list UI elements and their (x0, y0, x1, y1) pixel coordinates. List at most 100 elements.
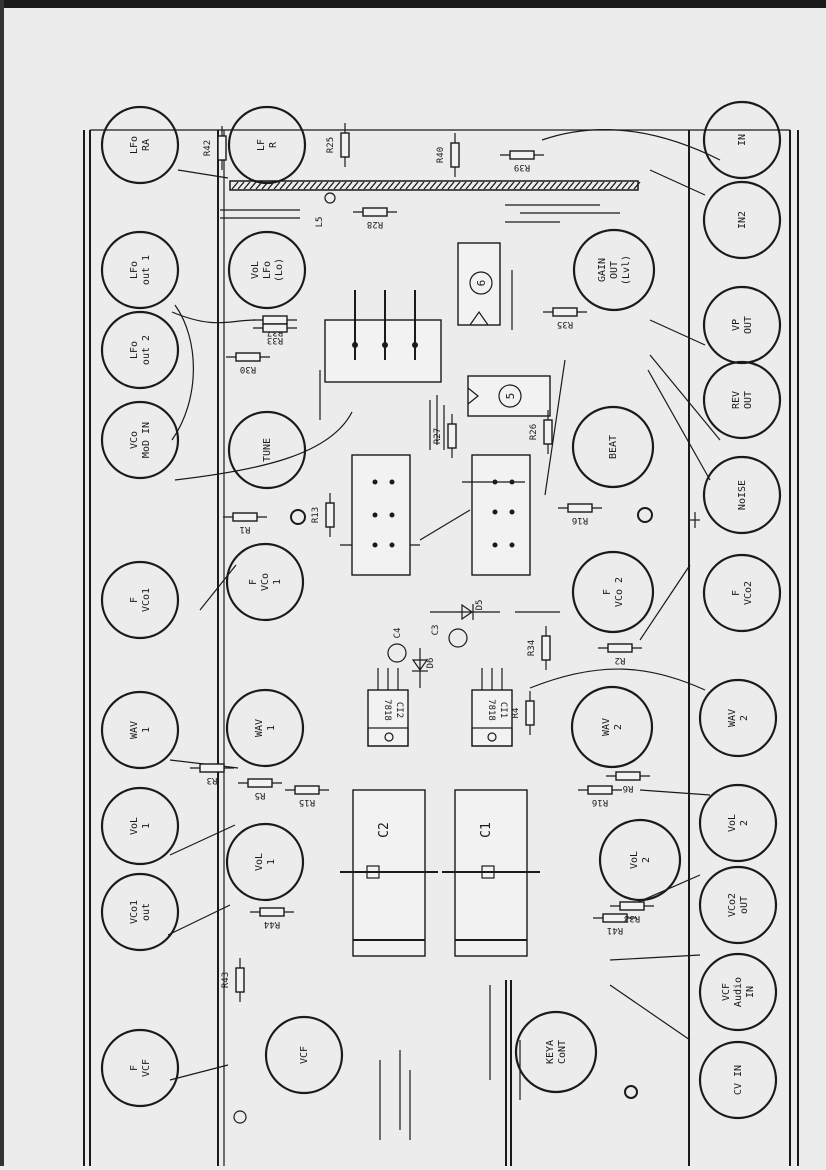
transistor-array-upper (324, 290, 442, 383)
knob-gain-out-label-1: OUT (609, 261, 620, 279)
knob-f-vco1-label-0: F (129, 597, 140, 603)
knob-keya-cont-label-1: CoNT (557, 1040, 568, 1064)
knob-lfo-rate-label-0: LFo (129, 136, 140, 154)
capacitor-c4-label: C4 (393, 628, 403, 639)
knob-vcf-audio-in-label-2: IN (745, 986, 756, 998)
resistor-r42-label: R42 (203, 140, 213, 156)
resistor-r34-label: R34 (527, 640, 537, 656)
resistor-r44: R44 (250, 907, 294, 929)
resistor-r41: R41 (593, 913, 637, 935)
knob-tune-label-0: TUNE (262, 438, 273, 462)
resistor-r16-label: R16 (572, 515, 588, 525)
regulator-ci1-line1: 7818 (486, 699, 496, 721)
knob-in2-label-0: IN2 (737, 211, 748, 229)
capacitor-c1-label: C1 (479, 822, 494, 838)
knob-f-vco1-label-1: VCo1 (141, 588, 152, 612)
knob-vco1-out-label-1: out (141, 903, 152, 921)
relay-block-left (351, 454, 411, 576)
knob-rev-out-label-1: OUT (743, 391, 754, 409)
led-l5-label: L5 (315, 217, 325, 228)
knob-lfo-out-1-label-1: out 1 (141, 255, 152, 285)
regulator-ci2: 7818 CI2 (367, 668, 409, 747)
knob-wav-2-pot-label-1: 2 (613, 724, 624, 730)
resistor-r27-label: R27 (433, 428, 443, 444)
resistor-r1: R1 (223, 512, 267, 534)
knob-f-vco-2-label-1: VCo 2 (614, 577, 625, 607)
resistor-r41-label: R41 (607, 925, 623, 935)
knob-tune: TUNE (227, 410, 307, 490)
knob-f-vcf-label-1: VCF (141, 1059, 152, 1077)
knob-rev-out-label-0: REV (731, 391, 742, 409)
knob-wav-1-pot-label-0: WAV (254, 719, 265, 737)
knob-wav-2-pot-label-0: WAV (601, 718, 612, 736)
resistor-r15: R15 (285, 785, 329, 807)
diode-d6: D6 (411, 648, 436, 688)
knob-vp-out-label-0: VP (731, 319, 742, 331)
resistor-r30: R30 (226, 352, 270, 374)
resistor-r15-label: R15 (299, 797, 315, 807)
resistor-r33b: R33 (610, 901, 654, 923)
diode-d6-label: D6 (426, 658, 436, 669)
knob-beat: BEAT (571, 405, 655, 489)
resistor-r6-label: R6 (623, 783, 634, 793)
knob-lfo-out-2-label-0: LFo (129, 341, 140, 359)
knob-f-vco-1-label-0: F (248, 579, 259, 585)
regulator-ci1: 7818 CI1 (471, 668, 513, 747)
knob-wav-1-label-0: WAV (129, 721, 140, 739)
resistor-r26-label: R26 (529, 424, 539, 440)
resistor-r40: R40 (436, 133, 460, 177)
resistor-r33-label: R33 (267, 335, 283, 345)
knob-vp-out-label-1: OUT (743, 316, 754, 334)
knob-lfo-out-1-label-0: LFo (129, 261, 140, 279)
regulator-ci2-line1: 7818 (382, 699, 392, 721)
regulator-ci1-line2: CI1 (498, 702, 508, 718)
resistor-r28-label: R28 (367, 219, 383, 229)
knob-vcf-audio-in-label-1: Audio (733, 977, 744, 1007)
ic-5-label: 5 (504, 393, 517, 400)
resistor-r35-label: R35 (557, 319, 573, 329)
capacitor-c2-label: C2 (377, 822, 392, 838)
resistor-r27: R27 (433, 414, 457, 458)
knob-vol-1-pot-label-0: VoL (254, 853, 265, 871)
resistor-r3: R3 (190, 763, 234, 785)
knob-gain-out-label-2: (Lvl) (621, 255, 632, 285)
knob-vol-2-label-0: VoL (727, 814, 738, 832)
diode-d5-label: D5 (475, 600, 485, 611)
knob-f-vcf-label-0: F (129, 1065, 140, 1071)
ic-6-label: 6 (475, 280, 488, 287)
knob-vol-2-pot-label-0: VoL (629, 851, 640, 869)
knob-beat-label-0: BEAT (608, 435, 619, 459)
resistor-r16b-label: R16 (592, 797, 608, 807)
knob-f-vco-2-label-0: F (602, 589, 613, 595)
resistor-r4: R4 (511, 691, 535, 735)
knob-f-vco2-label-0: F (731, 590, 742, 596)
resistor-r33: R33 (253, 323, 297, 345)
resistor-r43: R43 (221, 958, 245, 1002)
resistor-r43-label: R43 (221, 972, 231, 988)
knob-vol-2-pot-label-1: 2 (641, 857, 652, 863)
knob-vco-mod-in-label-0: VCo (129, 431, 140, 449)
resistor-r42: R42 (203, 126, 227, 170)
resistor-r13: R13 (311, 493, 335, 537)
resistor-r34: R34 (527, 626, 551, 670)
knob-lfo-out-2-label-1: out 2 (141, 335, 152, 365)
knob-keya-cont-label-0: KEYA (545, 1040, 556, 1064)
knob-vco-mod-in-label-1: MoD IN (141, 422, 152, 458)
